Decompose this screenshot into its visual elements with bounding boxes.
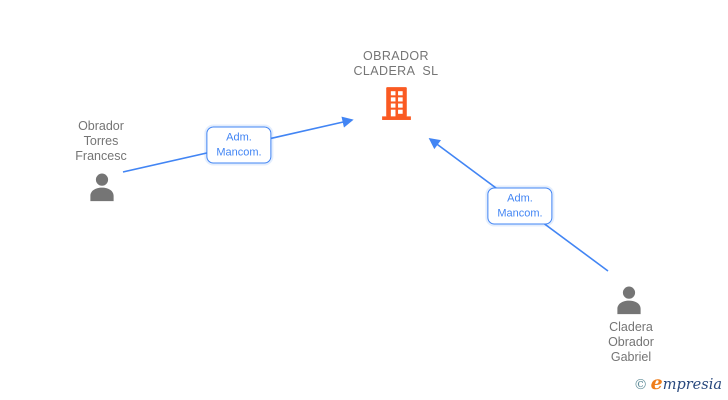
person-label-cladera-obrador-gabriel: Cladera Obrador Gabriel <box>566 320 696 365</box>
copyright-icon: © <box>633 377 648 393</box>
empresia-watermark: ©empresia <box>634 372 722 394</box>
edge-label-line: Mancom. <box>497 207 543 219</box>
person-name-line: Obrador <box>608 335 654 349</box>
watermark-brand-initial: e <box>650 372 663 394</box>
watermark-brand-rest: mpresia <box>662 377 722 393</box>
company-node-label[interactable]: OBRADOR CLADERA SL <box>296 49 496 79</box>
edge-label-adm-mancom-2[interactable]: Adm. Mancom. <box>487 187 553 225</box>
person-name-line: Obrador <box>78 119 124 133</box>
edge-label-adm-mancom-1[interactable]: Adm. Mancom. <box>206 126 272 164</box>
company-name-line1: OBRADOR <box>362 49 429 63</box>
person-icon[interactable] <box>612 283 646 317</box>
edge-label-line: Adm. <box>226 131 252 144</box>
person-name-line: Gabriel <box>610 350 652 364</box>
person-label-obrador-torres-francesc: Obrador Torres Francesc <box>36 119 166 164</box>
company-name-line2: CLADERA SL <box>353 64 439 78</box>
edge-label-line: Adm. <box>507 192 533 205</box>
person-name-line: Cladera <box>609 320 653 334</box>
building-icon[interactable] <box>378 84 415 121</box>
person-name-line: Torres <box>83 134 119 148</box>
person-name-line: Francesc <box>75 149 127 163</box>
person-icon[interactable] <box>85 170 119 204</box>
edge-label-line: Mancom. <box>216 146 262 158</box>
